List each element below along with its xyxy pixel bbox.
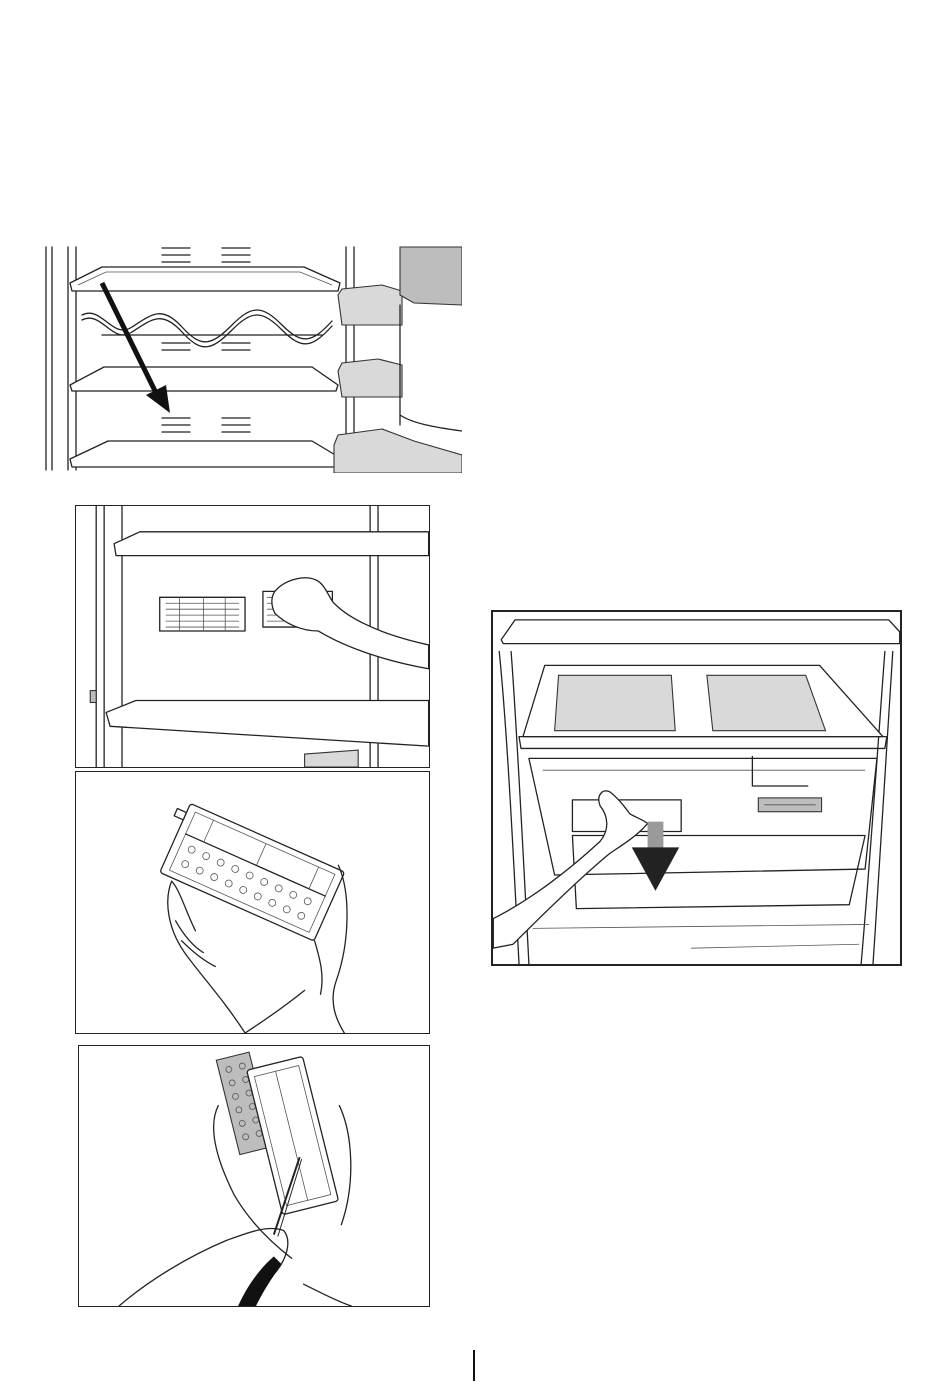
hand-icon [272,578,429,669]
vent-cover-illustration [75,505,430,768]
page-marker [473,1350,475,1381]
crisper-drawer-drawing [493,612,900,964]
vent-cover-drawing [76,506,429,767]
shelf-removal-illustration [42,245,462,473]
arrow-down-icon [632,847,679,891]
shelf-removal-drawing [42,245,462,473]
crisper-drawer-illustration [491,610,902,966]
odor-filter-holder-illustration [75,771,430,1034]
filter-refill-drawing [79,1046,429,1306]
odor-filter-drawing [76,772,429,1033]
hand-icon [493,791,647,948]
filter-refill-illustration [78,1045,430,1307]
